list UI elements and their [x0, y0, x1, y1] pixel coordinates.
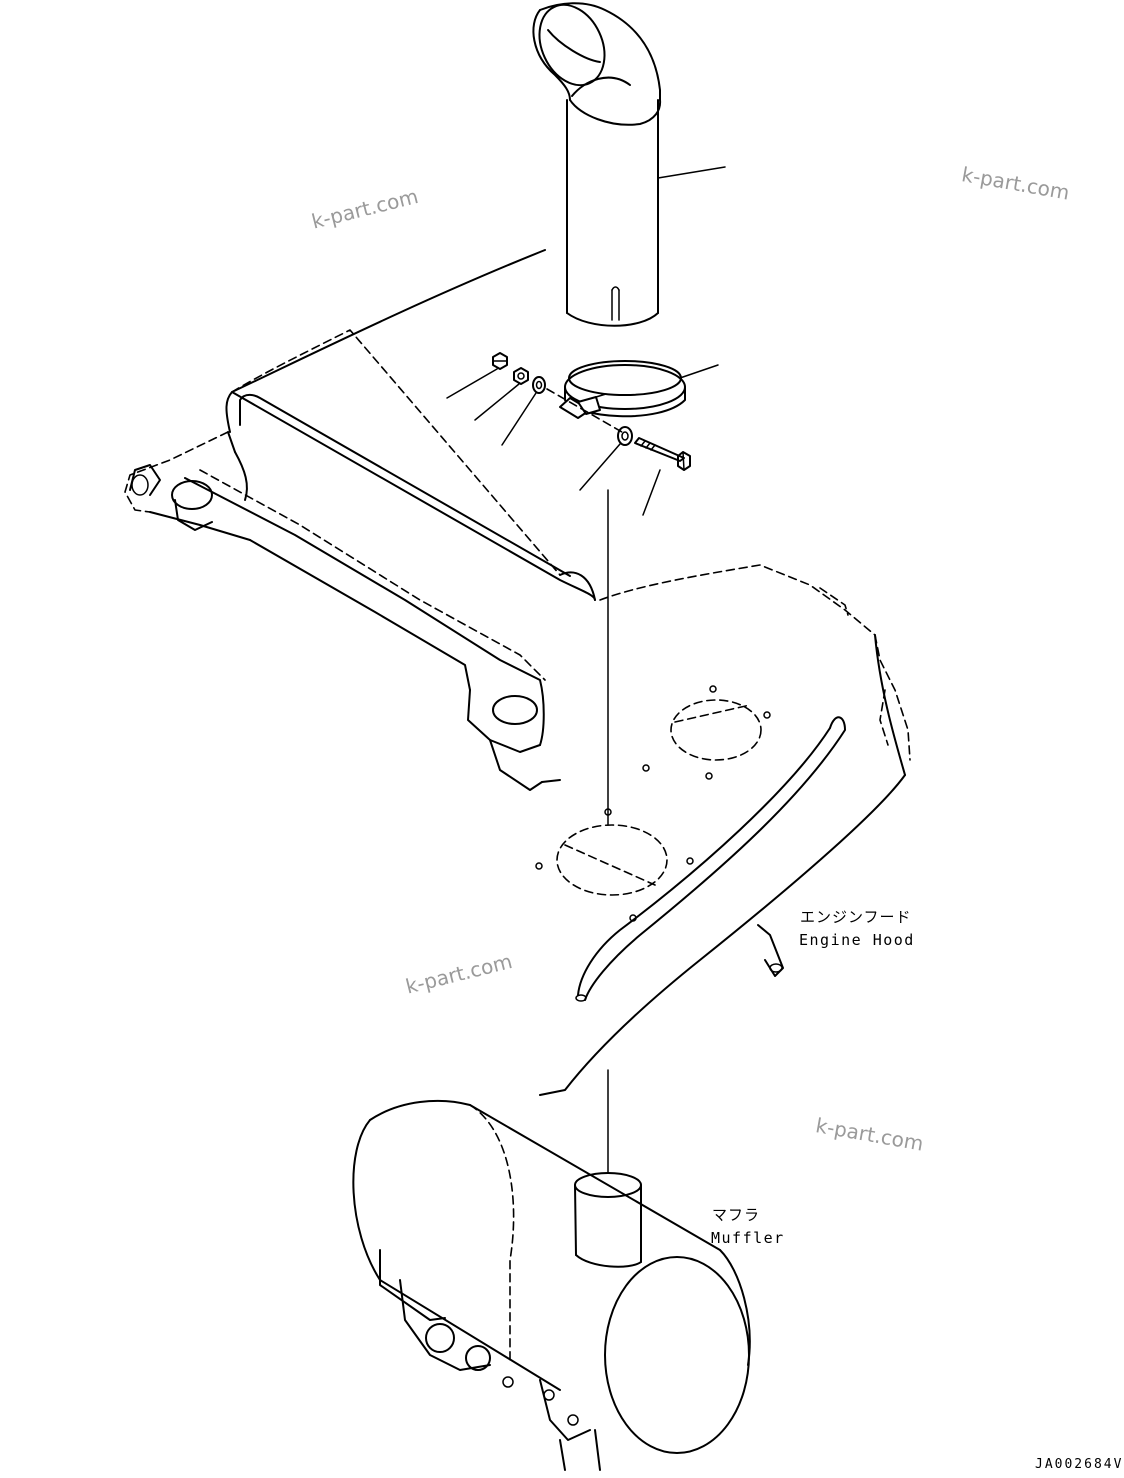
- hood-handrail-right: [575, 716, 846, 1002]
- muffler-label-jp: マフラ: [712, 1206, 761, 1224]
- exhaust-stack-pipe: [532, 2, 662, 327]
- leader-clamp: [679, 364, 719, 379]
- leader-stack-pipe: [657, 166, 726, 179]
- hood-handrail-left: [225, 249, 596, 601]
- hex-nut-2: [513, 367, 529, 385]
- exhaust-clamp: [559, 360, 686, 419]
- leader-washer-1: [501, 392, 537, 446]
- washer-2: [617, 426, 633, 446]
- hood-stay: [757, 924, 784, 977]
- drawing-code: JA002684V: [1035, 1457, 1124, 1472]
- hex-nut-1: [492, 352, 508, 370]
- muffler-label-en: Muffler: [711, 1229, 785, 1247]
- muffler: [352, 1099, 751, 1471]
- leader-washer-2: [579, 443, 621, 491]
- engine-hood: [124, 431, 911, 1096]
- engine-hood-label-jp: エンジンフード: [800, 908, 912, 926]
- leader-nut-2: [474, 383, 520, 421]
- leader-nut-1: [446, 368, 498, 399]
- engine-hood-label-en: Engine Hood: [799, 931, 915, 949]
- washer-1: [532, 376, 546, 394]
- leader-bolt: [642, 469, 661, 516]
- bolt-axis-line: [546, 388, 623, 433]
- hex-bolt: [634, 437, 691, 471]
